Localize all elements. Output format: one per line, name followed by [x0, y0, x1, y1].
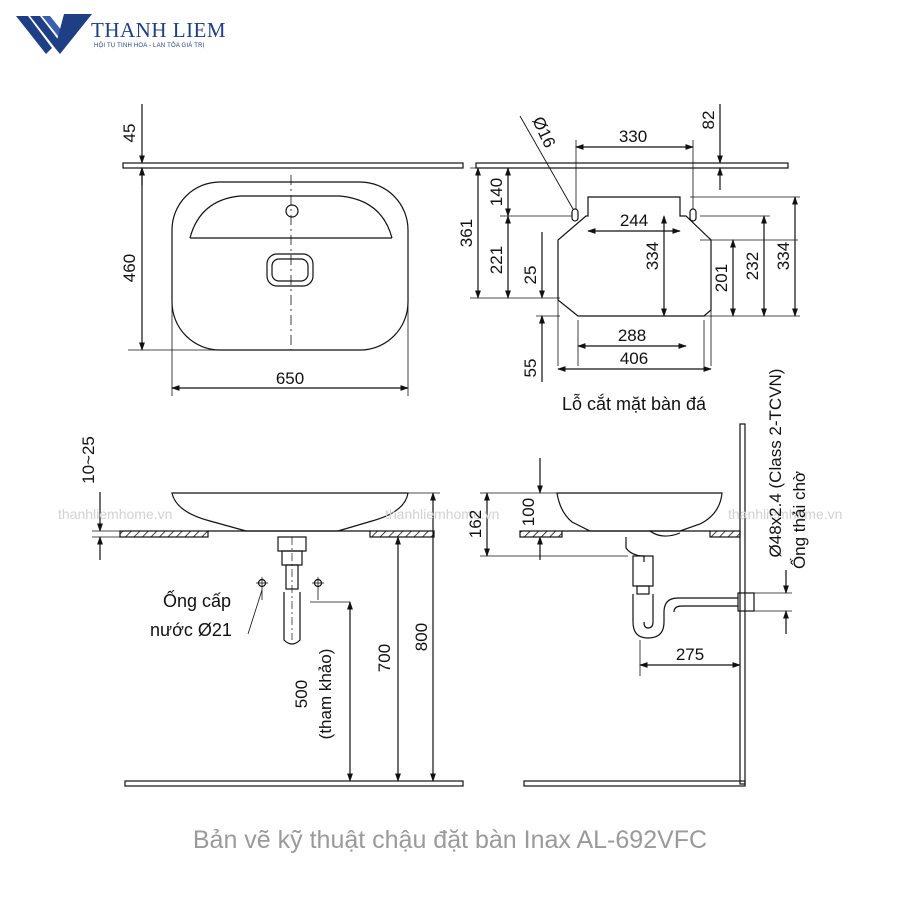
- dim-82-label: 82: [699, 111, 718, 130]
- wall-side: [739, 423, 746, 785]
- drain-side: [625, 537, 645, 562]
- countertop-section-left: [119, 530, 209, 538]
- leader-hole: [519, 115, 574, 210]
- brand-name: THANH LIEM: [91, 18, 227, 42]
- drain-cover: [266, 253, 314, 287]
- dim-460-label: 460: [120, 254, 139, 282]
- dim-334-inner-label: 334: [643, 242, 662, 270]
- dim-201-label: 201: [712, 264, 731, 292]
- top-view: [122, 104, 464, 396]
- dim-500-label: 500: [292, 680, 311, 708]
- dim-330-label: 330: [619, 127, 647, 146]
- p-trap: [632, 594, 738, 639]
- dim-500-note: (tham khảo): [316, 649, 335, 740]
- drain-spec-label: Ø48x2.4 (Class 2-TCVN): [766, 369, 785, 558]
- hole-right: [689, 208, 697, 222]
- countertop-edge-top: [122, 162, 464, 169]
- cutout-label: Lỗ cắt mặt bàn đá: [562, 393, 707, 414]
- caption: Bản vẽ kỹ thuật chậu đặt bàn Inax AL-692…: [192, 826, 708, 854]
- dim-275-label: 275: [676, 645, 704, 664]
- dim-55-label: 55: [521, 359, 540, 378]
- basin-front: [171, 492, 409, 532]
- basin-side: [556, 492, 723, 532]
- watermark-center: thanhliemhome.vn: [385, 506, 499, 522]
- drain-pipe-label: Ống thải chờ: [789, 471, 809, 569]
- dim-650-label: 650: [276, 369, 304, 388]
- dim-140-label: 140: [487, 178, 506, 206]
- dim-244-label: 244: [620, 211, 648, 230]
- side-view: [480, 423, 792, 787]
- brand-logo: THANH LIEM HỘI TỤ TINH HOA - LAN TỎA GIÁ…: [14, 10, 254, 60]
- watermark-right: thanhliemhome.vn: [728, 506, 842, 522]
- drain-inner: [271, 258, 309, 282]
- tap-hole: [285, 204, 299, 218]
- dim-232-label: 232: [743, 252, 762, 280]
- basin-deck: [189, 195, 393, 239]
- countertop-edge-cutout: [475, 162, 789, 169]
- dim-334-outer-label: 334: [774, 242, 793, 270]
- brand-mark-icon: [16, 14, 92, 54]
- dim-100-label: 100: [519, 498, 538, 526]
- dim-10-25-label: 10~25: [79, 436, 98, 484]
- dim-288-label: 288: [618, 326, 646, 345]
- dim-361-label: 361: [457, 219, 476, 247]
- cutout-view: [470, 104, 800, 382]
- dim-25-label: 25: [521, 266, 540, 285]
- dim-700-label: 700: [375, 644, 394, 672]
- countertop-section-side-left: [519, 530, 563, 538]
- watermark-left: thanhliemhome.vn: [58, 506, 172, 522]
- dim-162-label: 162: [466, 510, 485, 538]
- hole-left: [571, 208, 579, 222]
- floor-side: [523, 780, 746, 787]
- drain-connector: [737, 592, 755, 612]
- floor-front: [124, 780, 464, 787]
- trap-front: [283, 592, 301, 645]
- basin-outline: [171, 181, 409, 351]
- dim-45-label: 45: [120, 124, 139, 143]
- dim-221-label: 221: [487, 246, 506, 274]
- countertop-section-side-right: [709, 530, 741, 538]
- dim-800-label: 800: [412, 623, 431, 651]
- front-view: [92, 492, 464, 787]
- supply-label-line1: Ống cấp: [163, 590, 231, 611]
- brand-tagline: HỘI TỤ TINH HOA - LAN TỎA GIÁ TRỊ: [94, 43, 205, 49]
- supply-label-line2: nước Ø21: [150, 620, 232, 640]
- dim-406-label: 406: [620, 349, 648, 368]
- countertop-section-right: [369, 530, 435, 538]
- hole-dia-label: Ø16: [528, 114, 559, 151]
